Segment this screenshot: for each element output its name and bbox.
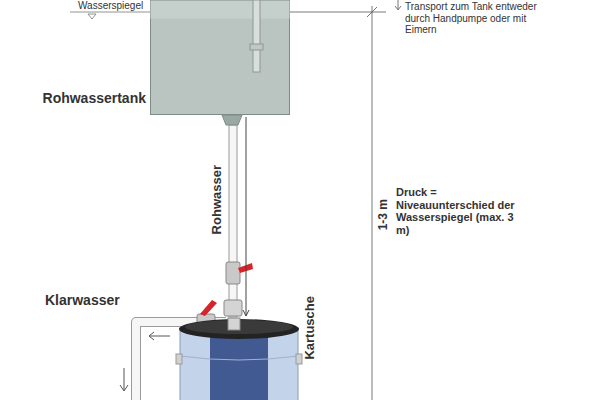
note-arrow xyxy=(398,0,399,9)
water-level-label: Wasserspiegel xyxy=(78,0,143,12)
raw-water-pipe xyxy=(229,125,237,317)
valve-handle xyxy=(200,300,217,316)
tank-shape xyxy=(150,0,290,125)
fitting xyxy=(224,300,242,316)
dimension-tick xyxy=(367,7,377,17)
filter-cartridge: Kartusche xyxy=(176,316,302,400)
pressure-note: Druck = Niveauunterschied der Wasserspie… xyxy=(396,186,524,237)
flow-arrow-head xyxy=(120,385,128,391)
raw-water-tank: Rohwassertank xyxy=(150,0,290,125)
dimension-line xyxy=(372,6,373,400)
cartridge-shape xyxy=(176,316,302,400)
dimension-label: 1-3 m xyxy=(377,199,391,230)
flow-arrow-head xyxy=(149,332,154,340)
outlet-label: Klarwasser xyxy=(45,292,120,308)
cartridge-label: Kartusche xyxy=(303,296,318,360)
flow-arrow xyxy=(150,336,170,337)
pipe-label: Rohwasser xyxy=(210,165,225,234)
note-arrow-head xyxy=(395,6,401,10)
note-text: Transport zum Tank entweder durch Handpu… xyxy=(405,1,555,36)
flow-connector xyxy=(246,117,247,316)
flow-arrow xyxy=(124,368,125,390)
valve-body xyxy=(226,262,240,284)
water-level-line xyxy=(70,12,150,13)
tank-label: Rohwassertank xyxy=(43,90,146,106)
water-level-symbol xyxy=(88,14,96,19)
